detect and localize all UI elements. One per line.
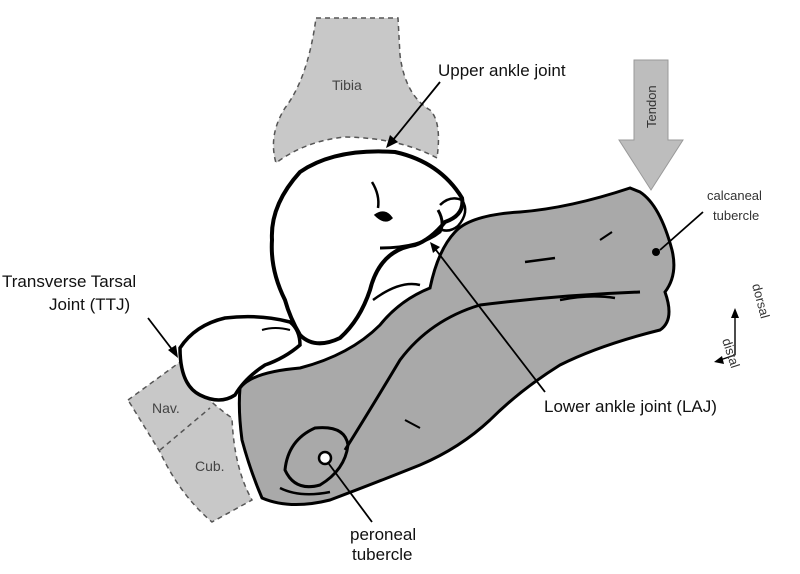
upper-ankle-leader [392, 81, 441, 141]
orientation-left-arrowhead [714, 356, 724, 364]
tendon-arrow [618, 59, 684, 191]
talus-lower-edge [379, 209, 444, 250]
tendon-label: Tendon [644, 85, 659, 128]
talus-neck-line [261, 327, 291, 331]
upper-ankle-joint-label: Upper ankle joint [438, 61, 566, 80]
calcaneus-mark-3 [599, 231, 613, 241]
peroneal-tubercle-leader [325, 459, 373, 523]
calcaneal-tubercle-dot [652, 248, 660, 256]
peroneal-tubercle-label-1: peroneal [350, 525, 416, 544]
talus-head [178, 314, 302, 402]
talus-lateral-edge [372, 282, 421, 302]
calcaneus-groove [343, 290, 641, 451]
peroneal-tubercle-label-2: tubercle [352, 545, 412, 564]
talus-mark-1 [370, 181, 380, 209]
calcaneal-tubercle-label-1: calcaneal [707, 188, 762, 203]
lower-ankle-joint-label: Lower ankle joint (LAJ) [544, 397, 717, 416]
distal-label: distal [719, 336, 743, 370]
calcaneus-lower-edge [279, 486, 331, 496]
calcaneal-tubercle-label-2: tubercle [713, 208, 759, 223]
talus-mark-2 [373, 211, 393, 222]
nav-cub-divider [159, 407, 211, 451]
ttj-label-2: Joint (TTJ) [49, 295, 130, 314]
calcaneus-mark-2 [559, 295, 616, 302]
cuboid-label: Cub. [195, 458, 225, 474]
ttj-arrowhead [168, 345, 178, 358]
tibia-label: Tibia [332, 77, 362, 93]
sustentaculum-outline [437, 197, 467, 232]
navicular-label: Nav. [152, 400, 180, 416]
orientation-up-arrowhead [731, 308, 739, 318]
laj-leader [435, 249, 546, 393]
ttj-label-1: Transverse Tarsal [2, 272, 136, 291]
tibia-bone [272, 17, 440, 165]
calcaneus-bone [237, 186, 676, 507]
calcaneal-tubercle-leader [659, 211, 704, 251]
peroneal-tubercle-dot [317, 450, 333, 466]
talus-bone [269, 149, 465, 346]
ttj-leader [147, 317, 175, 353]
calcaneus-mark-1 [524, 256, 556, 264]
calcaneus-mark-4 [404, 419, 421, 429]
upper-ankle-arrowhead [386, 135, 398, 148]
navicular-cuboid-region [126, 360, 254, 523]
dorsal-label: dorsal [749, 282, 773, 320]
peroneal-tubercle-ring [283, 426, 350, 489]
laj-arrowhead [430, 242, 440, 253]
